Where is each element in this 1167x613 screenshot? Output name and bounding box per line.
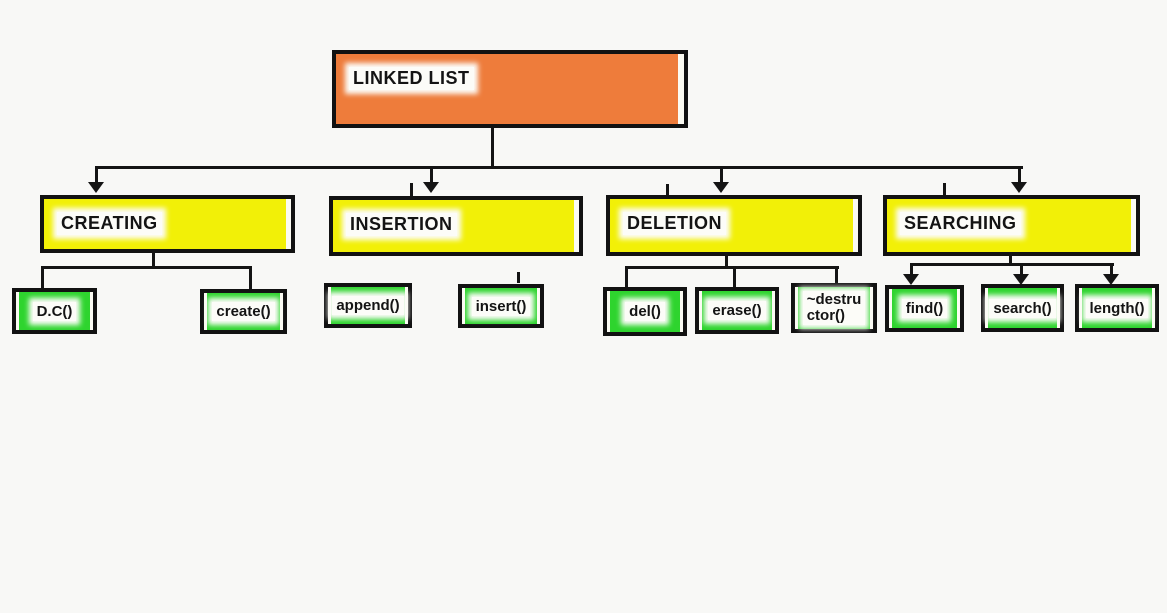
leaf-find-label: find() [901, 299, 948, 318]
node-creating: CREATING [40, 195, 295, 253]
leaf-destructor: ~destru ctor() [791, 283, 877, 333]
arrow-down-icon [1013, 274, 1029, 285]
connector-line [910, 263, 1114, 266]
connector-line [1018, 166, 1021, 184]
leaf-search-label: search() [989, 298, 1056, 318]
node-linked-list: LINKED LIST [332, 50, 688, 128]
node-insertion-label: INSERTION [346, 213, 457, 236]
connector-line [625, 266, 628, 289]
node-linked-list-label: LINKED LIST [349, 67, 474, 90]
connector-line [910, 263, 913, 275]
leaf-destructor-line1: ~destru [806, 291, 862, 308]
connector-line [625, 266, 839, 269]
leaf-create-label: create() [212, 302, 275, 321]
connector-line [249, 266, 252, 291]
connector-line [725, 252, 728, 268]
tick-mark [410, 183, 413, 196]
leaf-create: create() [200, 289, 287, 334]
node-searching-label: SEARCHING [900, 212, 1021, 235]
tick-mark [666, 184, 669, 196]
leaf-erase: erase() [695, 287, 779, 334]
tick-mark [517, 272, 520, 283]
leaf-search: search() [981, 284, 1064, 332]
node-deletion-label: DELETION [623, 212, 727, 235]
leaf-append-label: append() [332, 296, 404, 315]
arrow-down-icon [903, 274, 919, 285]
connector-line [95, 166, 98, 184]
leaf-erase-label: erase() [708, 301, 766, 320]
connector-line [1110, 263, 1113, 275]
connector-line [720, 166, 723, 184]
arrow-down-icon [423, 182, 439, 193]
connector-line [491, 128, 494, 169]
leaf-append: append() [324, 283, 412, 328]
leaf-insert: insert() [458, 284, 544, 328]
connector-line [1009, 252, 1012, 265]
leaf-length-label: length() [1085, 298, 1149, 318]
leaf-dc-label: D.C() [32, 301, 77, 321]
connector-line [41, 266, 44, 290]
node-insertion: INSERTION [329, 196, 583, 256]
connector-line [430, 166, 433, 184]
connector-line [733, 266, 736, 289]
node-searching: SEARCHING [883, 195, 1140, 256]
arrow-down-icon [713, 182, 729, 193]
leaf-del-label: del() [625, 302, 665, 321]
tick-mark [943, 183, 946, 196]
arrow-down-icon [1011, 182, 1027, 193]
leaf-find: find() [885, 285, 964, 332]
node-deletion: DELETION [606, 195, 862, 256]
connector-line [95, 166, 1023, 169]
node-creating-label: CREATING [57, 212, 162, 235]
connector-line [152, 250, 155, 268]
leaf-insert-label: insert() [471, 296, 531, 316]
leaf-destructor-label: ~destru ctor() [802, 291, 866, 325]
connector-line [1020, 263, 1023, 275]
connector-line [41, 266, 252, 269]
arrow-down-icon [88, 182, 104, 193]
leaf-length: length() [1075, 284, 1159, 332]
leaf-dc: D.C() [12, 288, 97, 334]
arrow-down-icon [1103, 274, 1119, 285]
connector-line [835, 266, 838, 285]
leaf-destructor-line2: ctor() [806, 307, 846, 324]
leaf-del: del() [603, 287, 687, 336]
